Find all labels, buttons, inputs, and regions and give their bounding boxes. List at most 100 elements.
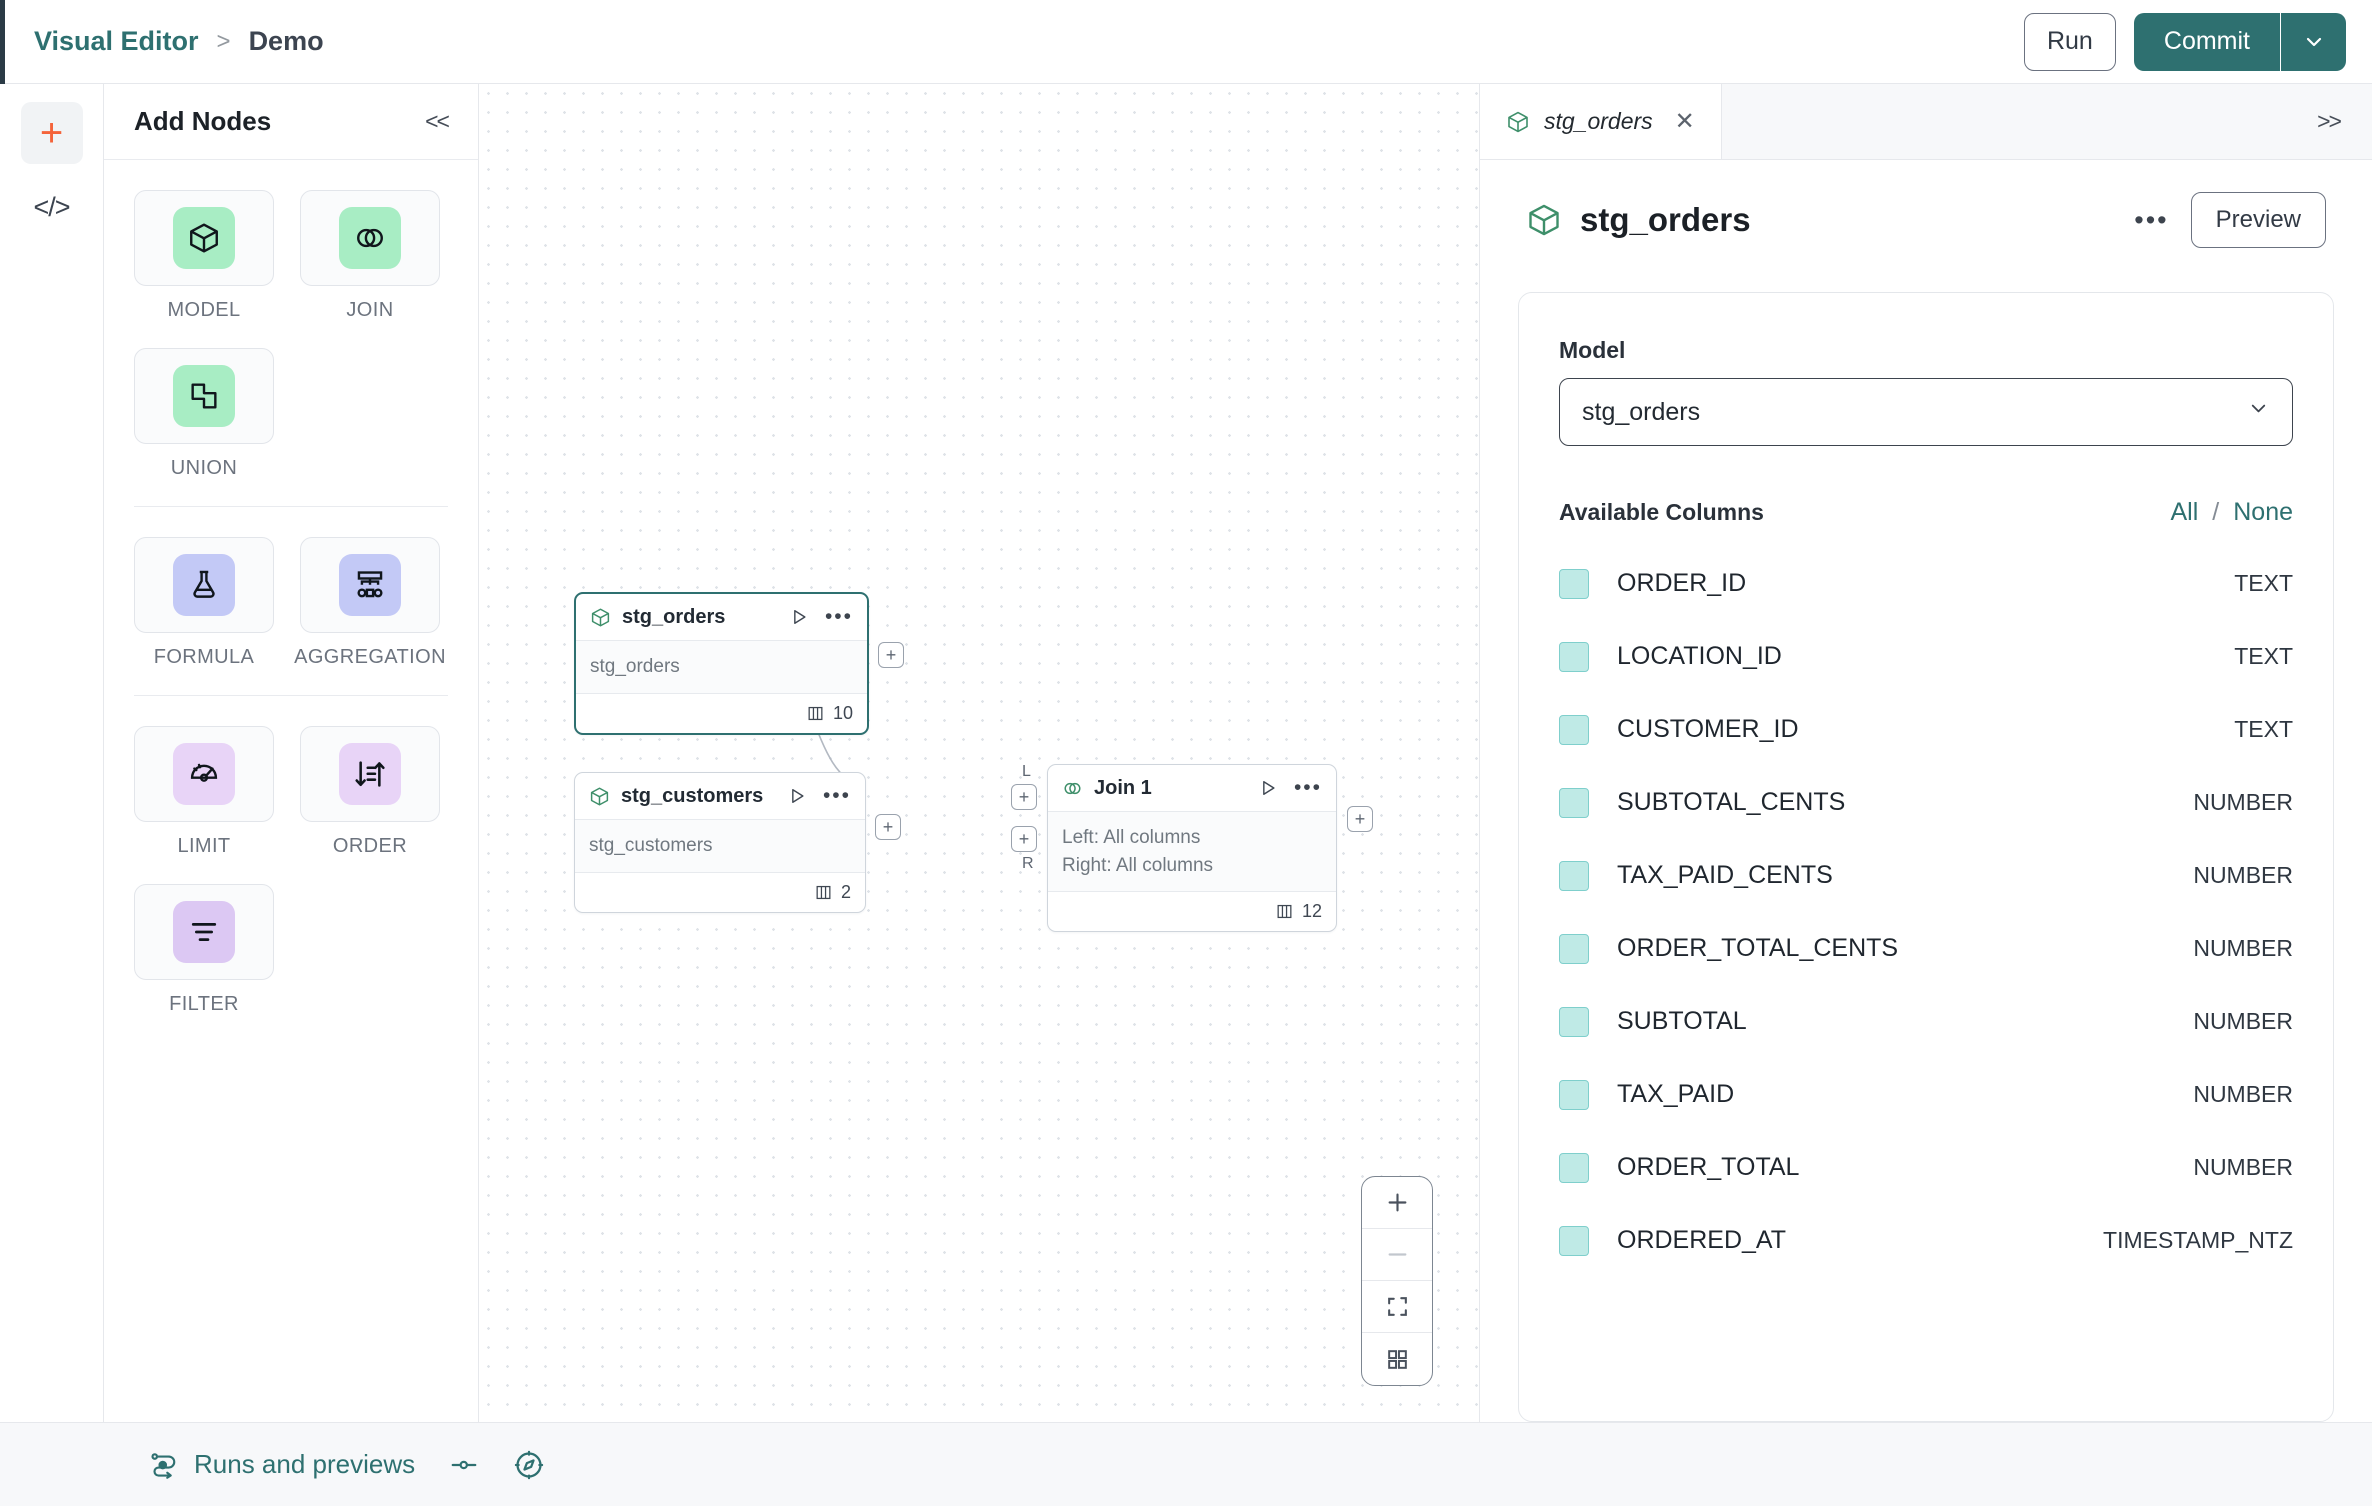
node-actions: ••• [1258,776,1322,800]
palette-item-aggregation[interactable]: AGGREGATION [294,537,446,669]
cube-icon [591,608,610,626]
canvas-node-stg-customers[interactable]: stg_customers ••• stg_customers 2 + [574,772,901,913]
column-checkbox[interactable] [1559,568,1589,599]
node-menu-icon[interactable]: ••• [1293,776,1322,799]
runs-and-previews-button[interactable]: Runs and previews [148,1449,415,1480]
join-right-summary: Right: All columns [1062,854,1214,876]
column-checkbox[interactable] [1559,641,1589,672]
column-type: NUMBER [2193,789,2293,815]
column-checkbox[interactable] [1559,1225,1589,1256]
close-icon[interactable]: ✕ [1674,108,1695,135]
palette-item-label: FORMULA [153,646,255,668]
palette-item-model[interactable]: MODEL [134,190,274,322]
add-node-rail-button[interactable]: + [20,102,83,164]
explore-compass-button[interactable] [513,1449,545,1481]
settings-slider-button[interactable] [449,1450,479,1480]
palette-item-formula[interactable]: FORMULA [134,537,274,669]
palette-tile[interactable] [134,190,274,286]
inspector-tab-strip: stg_orders ✕ >> [1480,84,2372,160]
node-menu-icon[interactable]: ••• [822,784,851,807]
zoom-out-button[interactable] [1362,1229,1432,1281]
column-checkbox[interactable] [1559,1079,1589,1110]
minimap-button[interactable] [1362,1333,1432,1385]
join-left-input-handle[interactable]: + [1011,784,1037,810]
node-row: UNION [134,348,448,480]
palette-tile[interactable] [134,537,274,633]
column-select-links: All / None [2170,498,2293,527]
filter-icon [191,923,217,941]
palette-item-label: LIMIT [177,835,231,857]
node-body: stg_customers [575,820,865,873]
node-actions: ••• [787,784,851,808]
palette-tile[interactable] [134,884,274,980]
canvas-node-join-1[interactable]: Join 1 ••• Left: All columns Right: All … [1011,763,1373,933]
zoom-in-button[interactable] [1362,1177,1432,1229]
palette-tile[interactable] [300,190,440,286]
node-header: stg_orders ••• [576,594,867,641]
inspector-header: stg_orders ••• Preview [1480,160,2372,248]
node-output-handle[interactable]: + [875,814,901,840]
node-output-handle[interactable]: + [878,642,904,668]
palette-divider [134,506,448,507]
node-config-card: Model stg_orders Available Columns All /… [1518,292,2334,1422]
cube-icon [1529,204,1559,236]
palette-tile[interactable] [134,348,274,444]
left-icon-rail: + </> [0,84,104,1422]
palette-tile[interactable] [300,537,440,633]
palette-tile[interactable] [134,726,274,822]
run-button[interactable]: Run [2023,12,2116,71]
palette-item-limit[interactable]: LIMIT [134,726,274,858]
overflow-menu-icon[interactable]: ••• [2134,204,2169,235]
play-icon[interactable] [787,786,807,806]
breadcrumb-root[interactable]: Visual Editor [34,26,199,56]
collapse-panel-icon[interactable]: << [425,108,450,134]
flow-canvas[interactable]: stg_orders ••• stg_orders 10 + [479,84,1480,1422]
chip [173,365,235,427]
column-name: SUBTOTAL [1617,1007,1747,1035]
commit-button[interactable]: Commit [2133,12,2280,71]
column-checkbox[interactable] [1559,1152,1589,1183]
canvas-node-stg-orders[interactable]: stg_orders ••• stg_orders 10 + [574,592,904,735]
preview-button[interactable]: Preview [2190,192,2326,248]
commit-dropdown-button[interactable] [2280,12,2346,71]
code-view-rail-button[interactable]: </> [21,176,83,238]
top-bar-actions: Run Commit [2023,12,2346,71]
column-checkbox[interactable] [1559,933,1589,964]
node-menu-icon[interactable]: ••• [824,605,853,628]
flow-icon [151,1452,176,1479]
play-icon[interactable] [1258,778,1278,798]
column-checkbox[interactable] [1559,860,1589,891]
column-checkbox[interactable] [1559,787,1589,818]
join-output-handle[interactable]: + [1347,806,1373,832]
palette-item-label: AGGREGATION [294,646,446,668]
play-icon[interactable] [789,607,809,627]
inspector-tab-stg-orders[interactable]: stg_orders ✕ [1480,84,1722,159]
palette-item-join[interactable]: JOIN [300,190,440,322]
expand-panel-icon[interactable]: >> [2317,108,2342,134]
select-none-link[interactable]: None [2233,498,2293,526]
model-select[interactable]: stg_orders [1559,378,2293,446]
column-type: TEXT [2234,643,2293,669]
palette-item-filter[interactable]: FILTER [134,884,274,1016]
palette-item-order[interactable]: ORDER [300,726,440,858]
edge-layer [757,645,864,859]
column-checkbox[interactable] [1559,714,1589,745]
fit-view-button[interactable] [1362,1281,1432,1333]
join-right-input-handle[interactable]: + [1011,826,1037,852]
venn-icon [357,228,383,248]
palette-item-union[interactable]: UNION [134,348,274,480]
column-checkbox[interactable] [1559,1006,1589,1037]
select-all-link[interactable]: All [2170,498,2199,526]
palette-tile[interactable] [300,726,440,822]
